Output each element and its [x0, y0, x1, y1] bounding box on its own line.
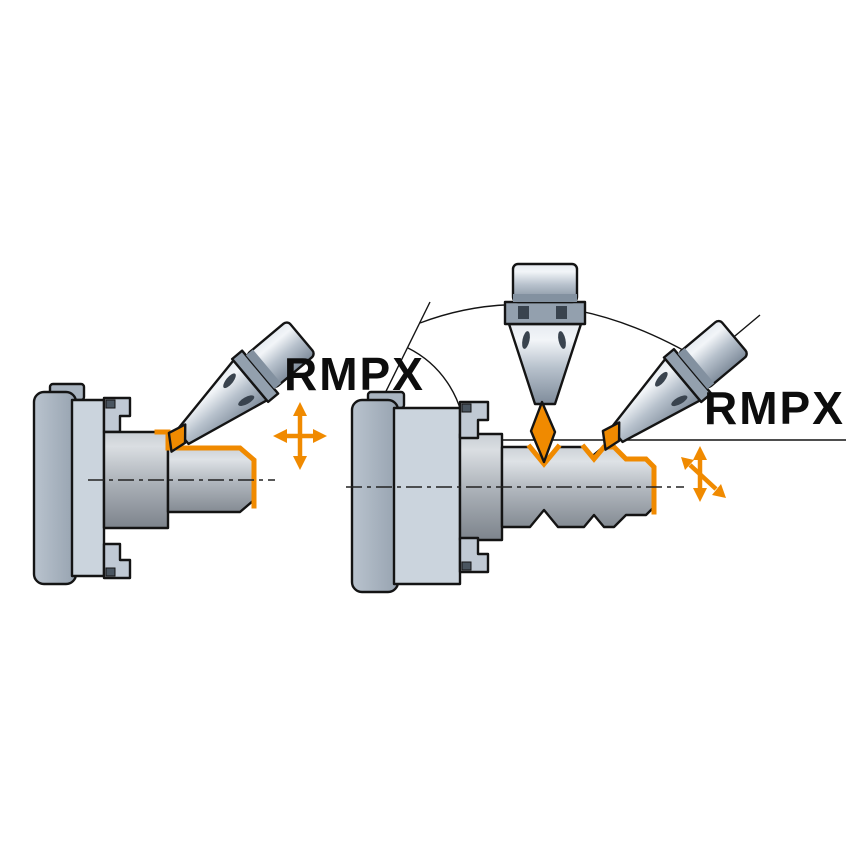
vertical-tool-flange	[503, 300, 587, 326]
left-workpiece	[102, 430, 256, 530]
vertical-tool-coupling-band	[513, 294, 577, 302]
arrowhead-down-right	[712, 484, 726, 498]
right-chuck-body	[350, 398, 400, 594]
arrowhead-up	[693, 446, 707, 460]
left-chuck	[32, 382, 132, 586]
left-tool-holder	[167, 321, 315, 453]
left-chuck-body	[32, 390, 78, 586]
vertical-tool-slot-left	[522, 331, 530, 349]
machined-profile-highlight-right	[580, 443, 657, 515]
multi-direction-feed-arrows-icon	[681, 446, 726, 502]
machined-profile-highlight-left	[154, 429, 257, 509]
angled-tool-holder	[601, 319, 748, 451]
angled-tool-coupling-band	[677, 347, 715, 389]
vertical-tool-flange-slot-left	[518, 306, 529, 319]
right-chuck	[350, 390, 462, 594]
left-bottom-jaw-notch	[105, 567, 116, 577]
rmpx-insert-right	[601, 421, 621, 451]
machined-profile-highlight-groove	[526, 443, 562, 468]
right-bottom-jaw-notch	[461, 561, 472, 571]
left-tool-coupling-band	[245, 349, 282, 389]
vertical-tool-flange-slot-right	[556, 306, 567, 319]
vertical-tool-slot-right	[558, 331, 566, 349]
arrowhead-left	[273, 429, 287, 443]
arrowhead-up-left	[681, 457, 694, 470]
left-top-jaw-notch	[105, 399, 116, 409]
vertical-tool-holder	[503, 262, 587, 464]
left-chuck-face	[70, 398, 106, 578]
arrowhead-up	[293, 402, 307, 416]
right-chuck-face	[392, 406, 462, 586]
right-setup: RMPX	[346, 262, 845, 594]
angled-tool-slot-upper	[655, 371, 668, 387]
left-setup: RMPX	[32, 321, 423, 586]
right-top-jaw-notch	[461, 403, 472, 413]
arrowhead-down	[693, 488, 707, 502]
right-chuck-jaws	[458, 400, 490, 574]
left-tool-slot-upper	[223, 373, 236, 389]
arrowhead-down	[293, 456, 307, 470]
vertical-tool-taper	[507, 322, 583, 406]
angled-tool-slot-lower	[671, 395, 688, 407]
arrowhead-right	[313, 429, 327, 443]
feed-arrow-diagonal-right	[688, 463, 718, 491]
left-tool-slot-lower	[238, 395, 255, 407]
label-rmpx-right: RMPX	[704, 382, 845, 434]
rmpx-insert-top	[529, 400, 557, 464]
cross-feed-arrows-icon	[273, 402, 327, 470]
rmpx-insert-left	[167, 423, 187, 453]
